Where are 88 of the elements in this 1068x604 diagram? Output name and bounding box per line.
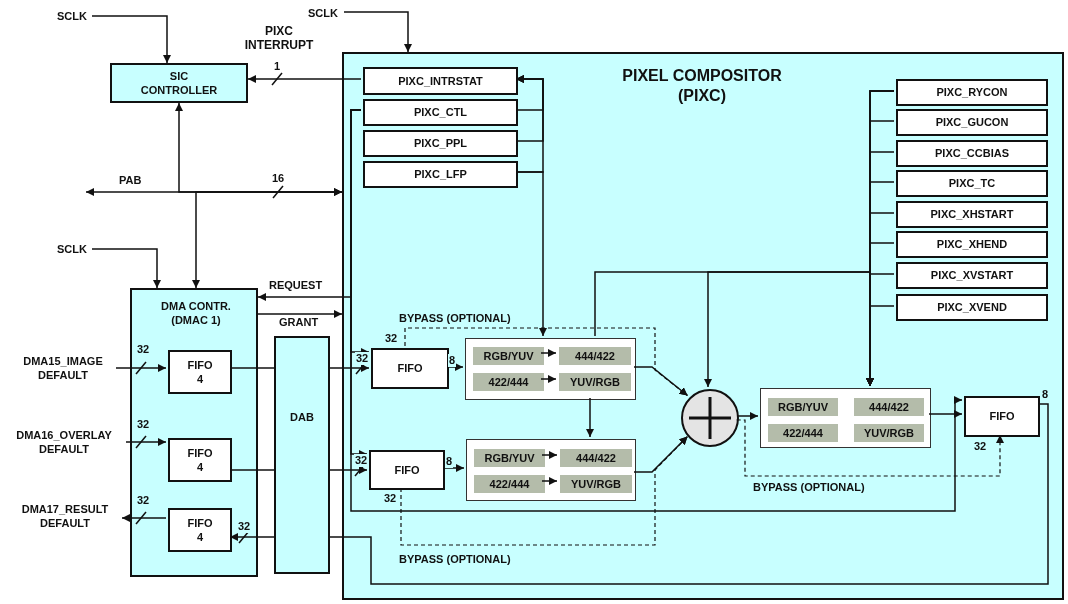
arrow [736, 412, 759, 420]
arrow [633, 366, 689, 397]
converter-block [466, 439, 636, 501]
arrow [329, 466, 368, 474]
edge-label: BYPASS (OPTIONAL) [398, 312, 512, 326]
arrow [541, 477, 558, 485]
conversion-step: YUV/RGB [854, 424, 924, 442]
block-title: PIXEL COMPOSITOR (PIXC) [621, 66, 783, 106]
converter-block [760, 388, 931, 448]
edge-label: BYPASS (OPTIONAL) [398, 553, 512, 567]
converter-block [465, 338, 636, 400]
signal-label: SCLK [52, 241, 92, 257]
conversion-step: 444/422 [559, 347, 631, 365]
module-block [342, 52, 1064, 600]
arrow [540, 349, 557, 357]
edge-label: 32 [354, 454, 369, 468]
arrow [540, 375, 557, 383]
arrow [586, 397, 594, 438]
arrow [115, 364, 167, 372]
controller-block: SIC CONTROLLER [110, 63, 248, 103]
register-box: PIXC_XHEND [896, 231, 1048, 258]
arrow [928, 410, 963, 418]
arrow [329, 364, 370, 372]
dashed-arrow [400, 435, 689, 546]
register-box: PIXC_PPL [363, 130, 518, 157]
conversion-step: RGB/YUV [474, 449, 545, 467]
connector-line [229, 367, 275, 369]
arrow [85, 188, 343, 196]
dashed-arrow [404, 327, 689, 397]
register-box: PIXC_GUCON [896, 109, 1048, 136]
arrow [446, 363, 464, 371]
connector-line [329, 403, 1049, 585]
arrow [343, 11, 412, 53]
register-box: PIXC_LFP [363, 161, 518, 188]
signal-label: SCLK [52, 8, 92, 24]
conversion-step: YUV/RGB [559, 373, 631, 391]
dashed-arrow [736, 419, 1004, 477]
arrow [350, 109, 963, 512]
register-box: PIXC_INTRSTAT [363, 67, 518, 95]
conversion-step: 444/422 [560, 449, 632, 467]
fifo-box: FIFO [964, 396, 1040, 437]
signal-label: SCLK [302, 5, 344, 21]
conversion-step: 422/444 [474, 475, 545, 493]
register-box: PIXC_XVEND [896, 294, 1048, 321]
fifo-box: FIFO 4 [168, 438, 232, 482]
connector-line [229, 469, 275, 471]
summing-junction [681, 389, 739, 447]
bus-block: DAB [274, 336, 330, 574]
signal-label: DMA16_OVERLAY DEFAULT [2, 426, 126, 458]
register-box: PIXC_RYCON [896, 79, 1048, 106]
block-title: DMA CONTR. (DMAC 1) [160, 300, 232, 328]
register-box: PIXC_XVSTART [896, 262, 1048, 289]
fifo-box: FIFO [371, 348, 449, 389]
arrow [125, 438, 167, 446]
conversion-step: 422/444 [473, 373, 544, 391]
arrow [121, 514, 167, 522]
arrow [541, 451, 558, 459]
conversion-step: 422/444 [768, 424, 838, 442]
arrow [247, 75, 362, 83]
edge-label: BYPASS (OPTIONAL) [752, 481, 866, 495]
edge-label: 32 [237, 520, 252, 534]
register-box: PIXC_CTL [363, 99, 518, 126]
arrow [257, 310, 343, 318]
register-box: PIXC_XHSTART [896, 201, 1048, 228]
arrow [515, 75, 544, 173]
fifo-box: FIFO 4 [168, 350, 232, 394]
register-box: PIXC_TC [896, 170, 1048, 197]
edge-label: REQUEST [268, 279, 324, 293]
edge-label: 32 [355, 352, 370, 366]
arrow [91, 248, 161, 289]
conversion-step: RGB/YUV [768, 398, 838, 416]
edge-label: 8 [448, 354, 457, 368]
register-box: PIXC_CCBIAS [896, 140, 1048, 167]
signal-label: DMA17_RESULT DEFAULT [8, 500, 122, 532]
edge-label: 8 [445, 455, 454, 469]
module-block [130, 288, 258, 577]
arrow [229, 533, 275, 541]
arrow [91, 15, 171, 64]
fifo-box: FIFO 4 [168, 508, 232, 552]
conversion-step: YUV/RGB [560, 475, 632, 493]
conversion-step: RGB/YUV [473, 347, 544, 365]
conversion-step: 444/422 [854, 398, 924, 416]
signal-label: DMA15_IMAGE DEFAULT [10, 352, 116, 384]
arrow [866, 305, 895, 387]
arrow [633, 435, 689, 473]
fifo-box: FIFO [369, 450, 445, 490]
arrow [515, 171, 547, 337]
arrow [442, 464, 465, 472]
